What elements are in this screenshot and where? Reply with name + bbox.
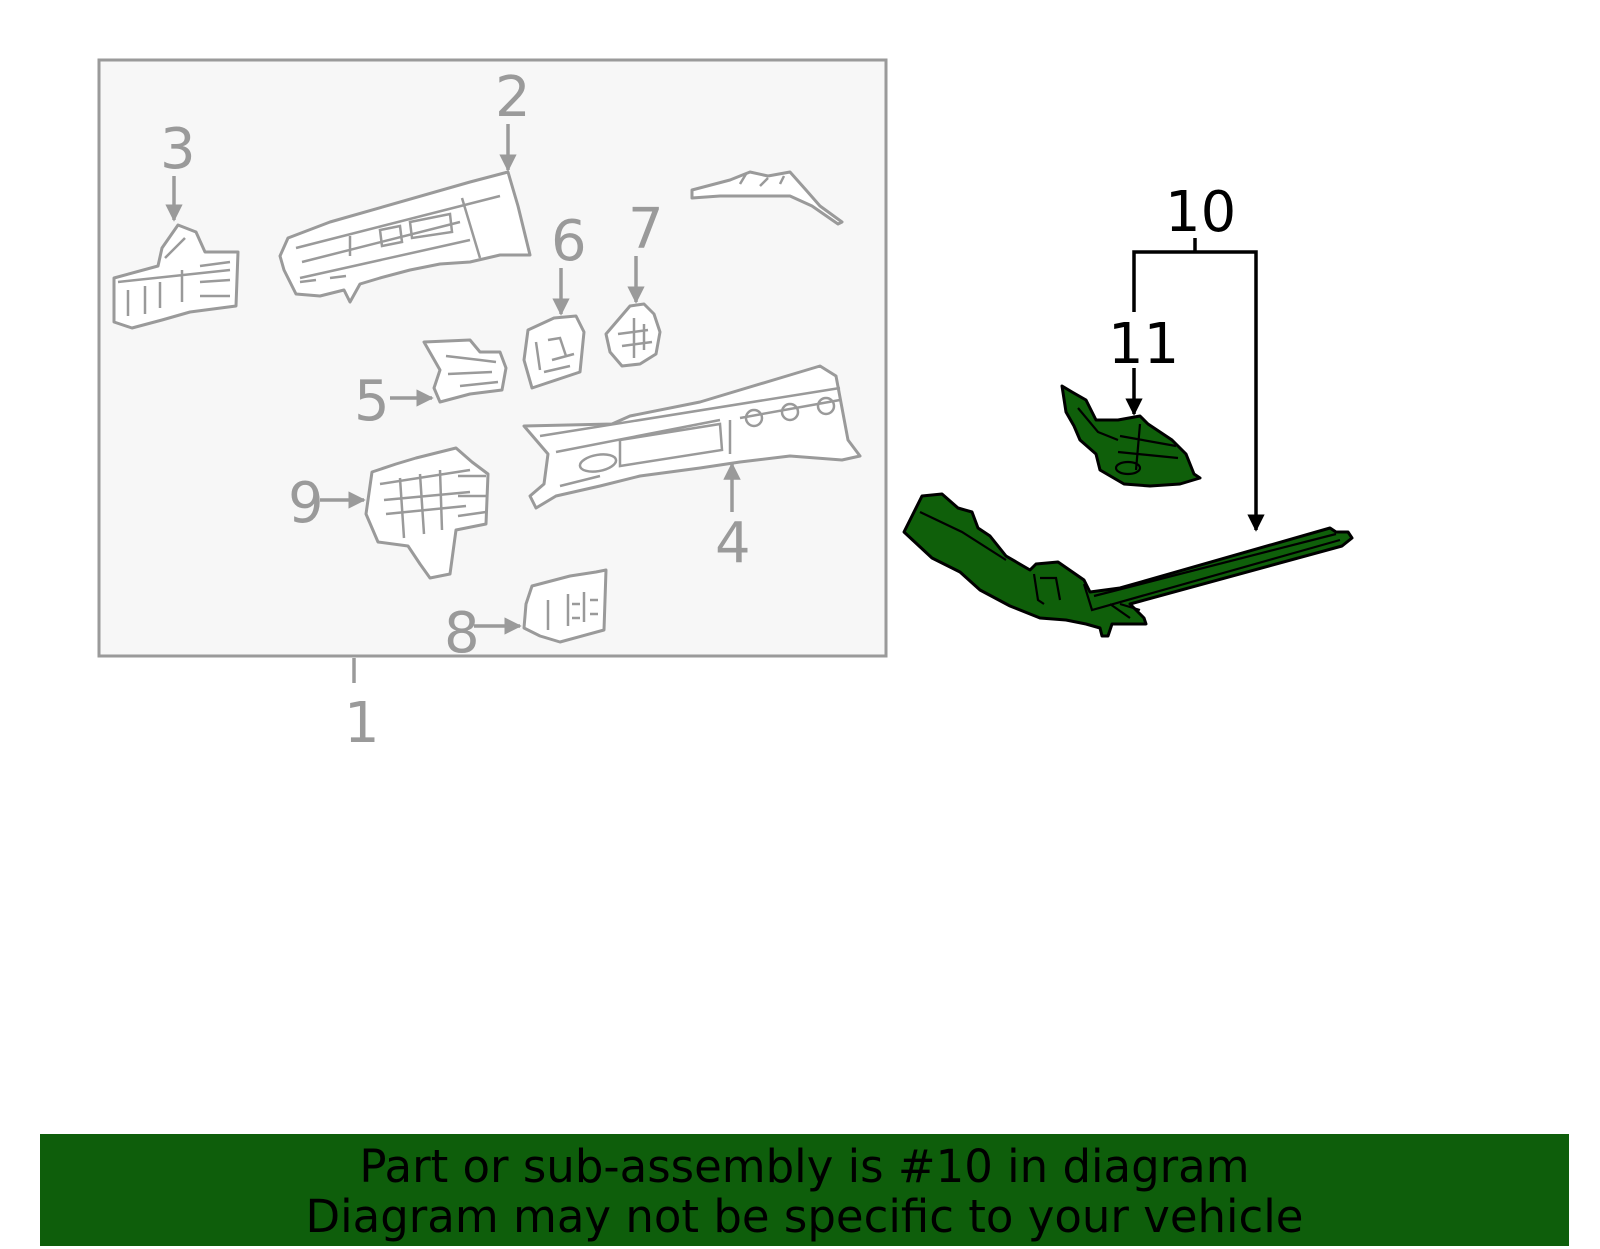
callout-10: 10 [1165, 180, 1236, 245]
callout-11: 11 [1108, 312, 1179, 377]
callout-4: 4 [715, 511, 751, 576]
part-11-highlighted [1060, 384, 1202, 488]
callout-9: 9 [288, 471, 324, 536]
callout-7: 7 [628, 197, 664, 262]
part-6 [522, 314, 586, 390]
part-10-highlighted [902, 492, 1354, 638]
part-4 [522, 364, 862, 510]
part-2 [278, 170, 532, 304]
banner-line-2: Diagram may not be specific to your vehi… [305, 1190, 1304, 1243]
part-rail-extension [690, 170, 844, 226]
callout-10-bracket [1132, 250, 1265, 532]
callout-1: 1 [344, 691, 380, 756]
callout-8: 8 [444, 601, 480, 666]
info-banner: Part or sub-assembly is #10 in diagram D… [40, 1134, 1569, 1246]
callout-6: 6 [551, 209, 587, 274]
part-3 [112, 223, 240, 330]
part-8 [522, 568, 608, 644]
callout-5: 5 [354, 369, 390, 434]
part-7 [604, 302, 662, 368]
callout-2: 2 [495, 65, 531, 130]
part-9 [364, 446, 490, 580]
part-5 [422, 338, 508, 404]
banner-line-1: Part or sub-assembly is #10 in diagram [359, 1140, 1250, 1193]
callout-3: 3 [160, 117, 196, 182]
